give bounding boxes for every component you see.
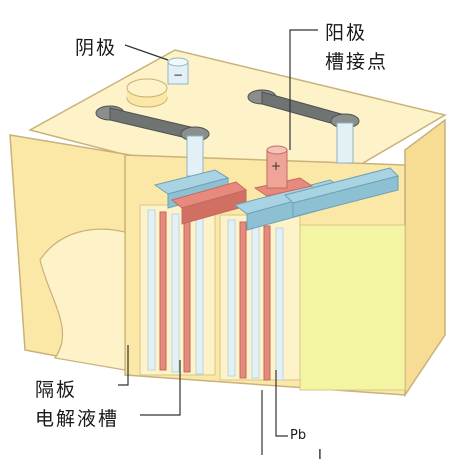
negative-sign: − (173, 68, 183, 82)
electrolyte-liquid (299, 224, 406, 391)
negative-terminal: − (167, 57, 189, 85)
leader-anode (289, 29, 318, 150)
label-anode-line2: 槽接点 (325, 51, 389, 73)
positive-sign: + (271, 159, 281, 173)
post-right (336, 122, 354, 164)
post-left (186, 135, 204, 177)
battery-right-face (404, 118, 446, 398)
left-cutaway (39, 228, 126, 371)
leader-pb (275, 370, 288, 437)
label-bottom-mark: I (318, 448, 322, 463)
label-separator: 隔板 (35, 379, 78, 401)
plates-middle-cell (227, 219, 284, 381)
label-cathode: 阴极 (75, 37, 118, 59)
label-electrolyte-tank: 电解液槽 (35, 408, 120, 430)
plate-bars-right (233, 167, 399, 231)
plates-left-cell (147, 209, 204, 375)
leader-electrolyte (140, 360, 181, 416)
label-anode-line1: 阳极 (325, 22, 368, 44)
positive-terminal: + (253, 145, 314, 197)
leader-separator (118, 345, 129, 386)
leader-cathode (124, 44, 169, 61)
label-pb: Pb (290, 428, 307, 443)
